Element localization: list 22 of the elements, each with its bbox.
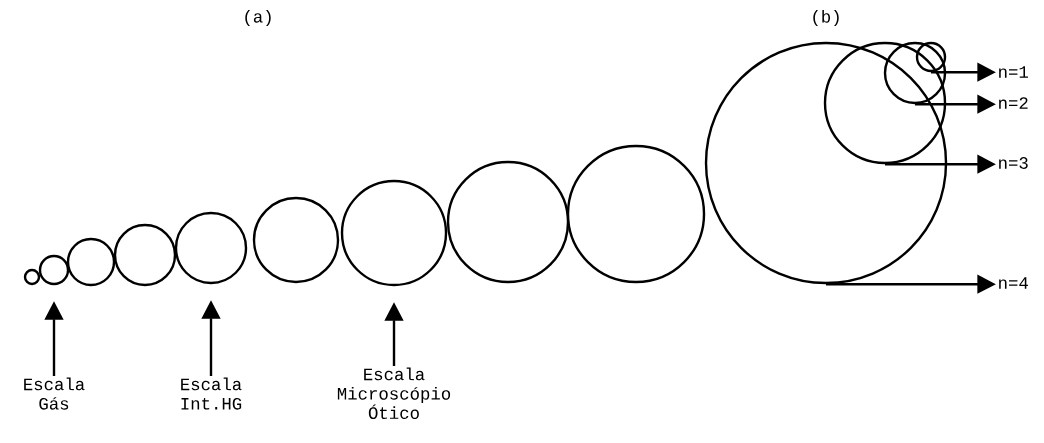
scale-label: n=4 xyxy=(999,277,1028,289)
scale-label: n=3 xyxy=(999,157,1028,169)
circle xyxy=(340,179,448,287)
circle xyxy=(883,41,947,105)
circle xyxy=(23,268,41,286)
circle xyxy=(66,237,116,287)
circle xyxy=(915,41,947,73)
circle xyxy=(823,41,947,165)
scale-label: Escala Int.HG xyxy=(181,377,242,410)
scale-label: Escala Microscópio Ótico xyxy=(337,367,451,419)
circle xyxy=(38,254,70,286)
circle xyxy=(113,223,177,287)
circle xyxy=(566,144,706,284)
scale-label: n=2 xyxy=(999,97,1028,109)
scale-label: n=1 xyxy=(999,66,1028,78)
circle xyxy=(252,196,340,284)
circle xyxy=(174,211,248,285)
scale-label: Escala Gás xyxy=(24,377,85,410)
panel-label: (b) xyxy=(813,9,839,27)
circle xyxy=(446,160,570,284)
panel-label: (a) xyxy=(245,9,271,27)
circle xyxy=(704,41,948,285)
